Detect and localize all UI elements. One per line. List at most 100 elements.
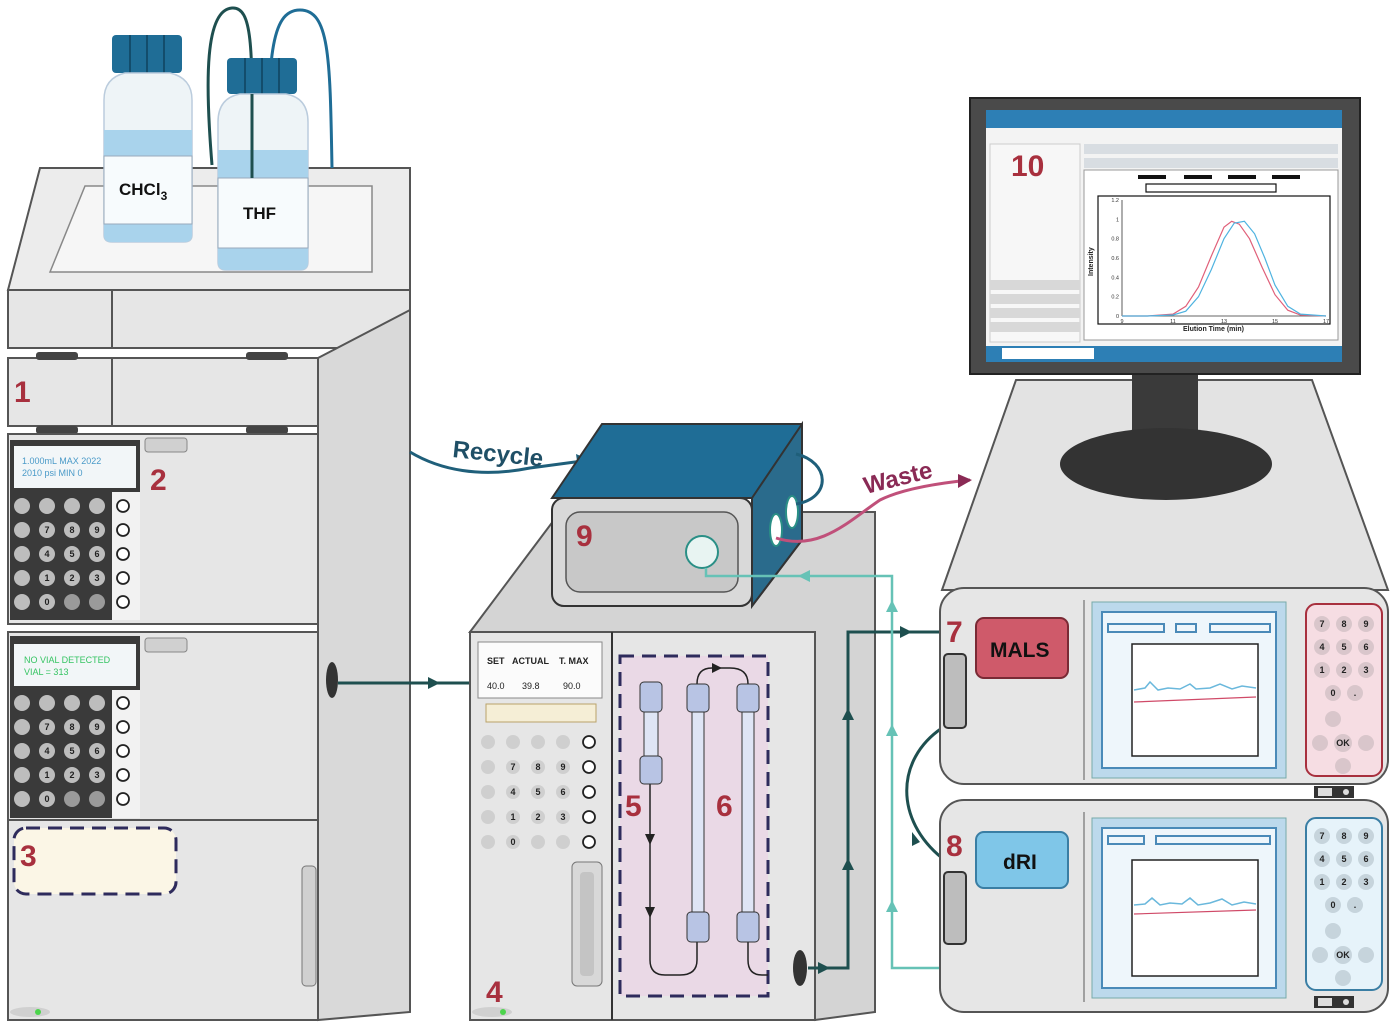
detector-key[interactable] [1336,616,1352,632]
oven-keypad-key[interactable] [506,735,520,749]
oven-keypad-key[interactable] [556,835,570,849]
keypad-key[interactable] [14,743,30,759]
detector-key[interactable] [1336,828,1352,844]
detector-key[interactable] [1358,735,1374,751]
keypad-key[interactable] [39,546,55,562]
detector-key[interactable] [1325,711,1341,727]
detector-ok-key[interactable] [1334,734,1352,752]
detector-key[interactable] [1358,828,1374,844]
detector-key[interactable] [1336,874,1352,890]
keypad-key[interactable] [64,767,80,783]
oven-keypad-key[interactable] [506,785,520,799]
oven-keypad-side-button[interactable] [582,810,596,824]
detector-key[interactable] [1347,897,1363,913]
detector-key[interactable] [1325,923,1341,939]
detector-key[interactable] [1314,874,1330,890]
keypad-key[interactable] [89,522,105,538]
oven-keypad-key[interactable] [531,735,545,749]
keypad-key[interactable] [39,719,55,735]
detector-key[interactable] [1314,851,1330,867]
oven-keypad-key[interactable] [531,835,545,849]
keypad-key[interactable] [64,594,80,610]
oven-keypad-key[interactable] [506,835,520,849]
detector-key[interactable] [1314,639,1330,655]
oven-keypad-key[interactable] [556,735,570,749]
detector-key[interactable] [1325,685,1341,701]
oven-keypad-key[interactable] [531,785,545,799]
detector-key[interactable] [1335,970,1351,986]
keypad-side-button[interactable] [116,499,130,513]
detector-key[interactable] [1325,897,1341,913]
keypad-key[interactable] [89,791,105,807]
keypad-side-button[interactable] [116,696,130,710]
keypad-key[interactable] [64,570,80,586]
keypad-key[interactable] [39,791,55,807]
detector-key[interactable] [1358,851,1374,867]
detector-key[interactable] [1312,735,1328,751]
oven-keypad-key[interactable] [556,785,570,799]
detector-key[interactable] [1358,616,1374,632]
detector-key[interactable] [1314,662,1330,678]
oven-keypad-key[interactable] [531,810,545,824]
keypad-side-button[interactable] [116,595,130,609]
keypad-key[interactable] [39,498,55,514]
keypad-side-button[interactable] [116,571,130,585]
detector-key[interactable] [1336,639,1352,655]
keypad-key[interactable] [14,791,30,807]
detector-key[interactable] [1358,874,1374,890]
detector-key[interactable] [1358,947,1374,963]
keypad-key[interactable] [64,546,80,562]
keypad-side-button[interactable] [116,768,130,782]
keypad-key[interactable] [39,522,55,538]
keypad-key[interactable] [64,695,80,711]
oven-keypad-side-button[interactable] [582,835,596,849]
keypad-key[interactable] [64,791,80,807]
keypad-key[interactable] [64,498,80,514]
keypad-key[interactable] [39,743,55,759]
keypad-key[interactable] [89,594,105,610]
oven-keypad-key[interactable] [506,760,520,774]
keypad-key[interactable] [14,498,30,514]
keypad-key[interactable] [64,743,80,759]
keypad-key[interactable] [14,719,30,735]
oven-keypad-side-button[interactable] [582,735,596,749]
keypad-key[interactable] [14,695,30,711]
keypad-key[interactable] [89,570,105,586]
keypad-key[interactable] [64,522,80,538]
oven-keypad-key[interactable] [481,785,495,799]
keypad-side-button[interactable] [116,744,130,758]
keypad-key[interactable] [14,767,30,783]
keypad-key[interactable] [39,767,55,783]
keypad-key[interactable] [89,767,105,783]
oven-keypad-key[interactable] [556,760,570,774]
keypad-key[interactable] [89,695,105,711]
oven-keypad-key[interactable] [481,810,495,824]
keypad-side-button[interactable] [116,523,130,537]
detector-key[interactable] [1358,639,1374,655]
keypad-key[interactable] [39,594,55,610]
detector-key[interactable] [1314,828,1330,844]
oven-keypad-side-button[interactable] [582,785,596,799]
keypad-key[interactable] [39,695,55,711]
oven-keypad-key[interactable] [556,810,570,824]
keypad-key[interactable] [14,570,30,586]
oven-keypad-key[interactable] [506,810,520,824]
detector-ok-key[interactable] [1334,946,1352,964]
oven-keypad-key[interactable] [481,835,495,849]
detector-key[interactable] [1314,616,1330,632]
detector-key[interactable] [1347,685,1363,701]
oven-keypad-key[interactable] [481,760,495,774]
oven-keypad-side-button[interactable] [582,760,596,774]
oven-keypad-key[interactable] [481,735,495,749]
keypad-key[interactable] [14,546,30,562]
keypad-key[interactable] [14,522,30,538]
detector-key[interactable] [1335,758,1351,774]
keypad-key[interactable] [39,570,55,586]
detector-key[interactable] [1312,947,1328,963]
keypad-side-button[interactable] [116,547,130,561]
oven-keypad-key[interactable] [531,760,545,774]
detector-key[interactable] [1358,662,1374,678]
keypad-key[interactable] [14,594,30,610]
keypad-key[interactable] [89,498,105,514]
detector-key[interactable] [1336,662,1352,678]
